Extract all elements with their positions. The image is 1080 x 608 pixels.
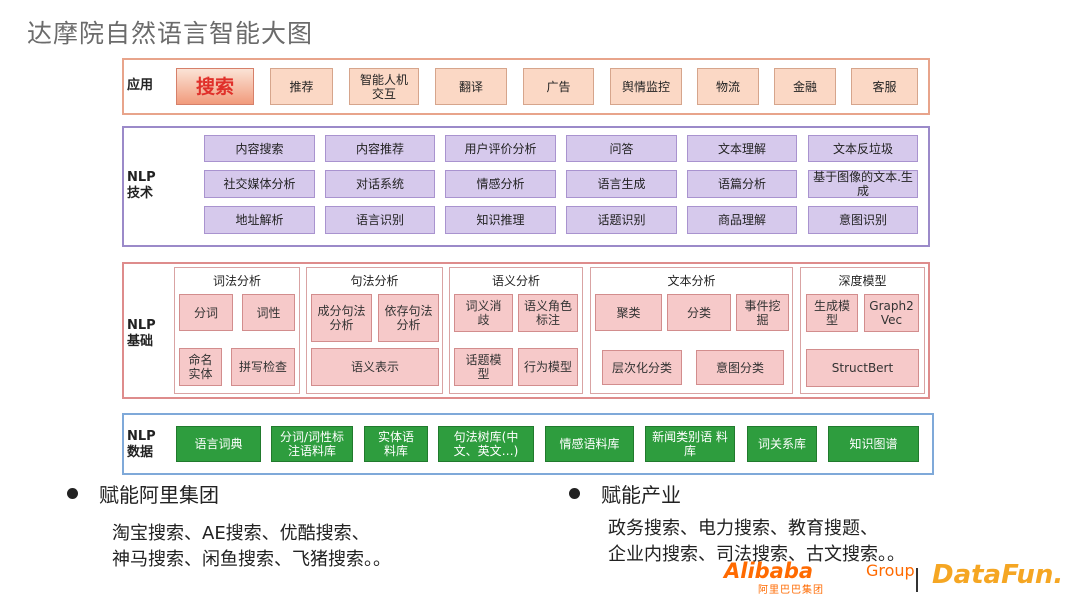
app-item-finance[interactable]: 金融 [774,68,836,105]
tech-item-content-recommend[interactable]: 内容推荐 [325,135,435,162]
semantic-item-srl[interactable]: 语义角色标注 [518,294,578,332]
bullet-heading-industry: 赋能产业 [601,483,681,507]
alibaba-group-text: Group [866,561,915,580]
tech-item-product-understanding[interactable]: 商品理解 [687,206,797,234]
bullet-dot-left [67,488,78,499]
bullet-heading-ali: 赋能阿里集团 [99,483,219,507]
text-item-intent-classification[interactable]: 意图分类 [696,350,784,385]
app-item-recommend[interactable]: 推荐 [270,68,333,105]
app-item-translate[interactable]: 翻译 [435,68,507,105]
lexical-item-spellcheck[interactable]: 拼写检查 [231,348,295,386]
syntax-item-constituency[interactable]: 成分句法分析 [311,294,372,342]
group-lexical-title: 词法分析 [212,274,261,288]
group-syntax-title: 句法分析 [350,274,399,288]
group-semantic-title: 语义分析 [491,274,540,288]
syntax-item-semantic-repr[interactable]: 语义表示 [311,348,439,386]
lexical-item-segmentation[interactable]: 分词 [179,294,233,331]
app-item-opinion[interactable]: 舆情监控 [610,68,682,105]
tech-item-address[interactable]: 地址解析 [204,206,315,234]
app-item-service[interactable]: 客服 [851,68,918,105]
deep-item-graph2vec[interactable]: Graph2Vec [864,294,919,332]
app-item-dialogue[interactable]: 智能人机交互 [349,68,419,105]
alibaba-logo: Alibaba [724,559,814,583]
data-item-knowledge-graph[interactable]: 知识图谱 [828,426,919,462]
bullet-line-ali-1: 淘宝搜索、AE搜索、优酷搜索、 [112,523,370,544]
text-item-event-mining[interactable]: 事件挖掘 [736,294,789,331]
data-item-word-relations[interactable]: 词关系库 [747,426,817,462]
data-item-news-corpus[interactable]: 新闻类别语 料库 [645,426,735,462]
bullet-line-ali-2: 神马搜索、闲鱼搜索、飞猪搜索。。 [112,549,391,570]
tech-item-image-text[interactable]: 基于图像的文本.生成 [808,170,918,198]
bullet-line-industry-1: 政务搜索、电力搜索、教育搜题、 [608,518,878,539]
tech-row [122,126,930,247]
data-item-entity-corpus[interactable]: 实体语料库 [364,426,428,462]
lexical-item-pos[interactable]: 词性 [242,294,295,331]
semantic-item-topic-model[interactable]: 话题模型 [454,348,513,386]
deep-item-structbert[interactable]: StructBert [806,349,919,387]
application-row [122,58,930,115]
alibaba-chinese-text: 阿里巴巴集团 [758,585,824,596]
app-item-logistics[interactable]: 物流 [697,68,759,105]
app-item-search[interactable]: 搜索 [176,68,254,105]
bullet-line-industry-2: 企业内搜索、司法搜索、古文搜索。。 [608,544,905,565]
tech-item-text-understanding[interactable]: 文本理解 [687,135,797,162]
syntax-item-dependency[interactable]: 依存句法分析 [378,294,439,342]
tech-item-qa[interactable]: 问答 [566,135,677,162]
application-row-label: 应用 [127,78,154,93]
group-deep-model-title: 深度模型 [838,274,887,288]
text-item-classification[interactable]: 分类 [667,294,731,331]
page-title: 达摩院自然语言智能大图 [27,19,314,48]
tech-item-language-generation[interactable]: 语言生成 [566,170,677,198]
tech-item-dialogue-system[interactable]: 对话系统 [325,170,435,198]
semantic-item-behavior-model[interactable]: 行为模型 [518,348,578,386]
tech-item-intent-id[interactable]: 意图识别 [808,206,918,234]
logo-separator [916,568,918,592]
deep-item-generative[interactable]: 生成模型 [806,294,858,332]
tech-item-social-media[interactable]: 社交媒体分析 [204,170,315,198]
tech-item-review-analysis[interactable]: 用户评价分析 [445,135,556,162]
tech-item-sentiment[interactable]: 情感分析 [445,170,556,198]
bullet-dot-right [569,488,580,499]
tech-item-topic-id[interactable]: 话题识别 [566,206,677,234]
datafun-logo: DataFun. [932,560,1064,590]
data-item-sentiment-corpus[interactable]: 情感语料库 [545,426,634,462]
tech-item-anti-spam[interactable]: 文本反垃圾 [808,135,918,162]
semantic-item-wsd[interactable]: 词义消歧 [454,294,513,332]
data-row [122,413,934,475]
data-item-dictionary[interactable]: 语言词典 [176,426,261,462]
app-item-ads[interactable]: 广告 [523,68,594,105]
group-text-analysis-title: 文本分析 [667,274,716,288]
tech-item-knowledge-reasoning[interactable]: 知识推理 [445,206,556,234]
data-item-treebank[interactable]: 句法树库(中文、英文…) [438,426,534,462]
base-row [122,262,930,399]
lexical-item-ner[interactable]: 命名实体 [179,348,222,386]
tech-item-discourse[interactable]: 语篇分析 [687,170,797,198]
text-item-clustering[interactable]: 聚类 [595,294,662,331]
tech-item-content-search[interactable]: 内容搜索 [204,135,315,162]
text-item-hierarchical[interactable]: 层次化分类 [602,350,682,385]
tech-item-language-id[interactable]: 语言识别 [325,206,435,234]
data-item-seg-pos-corpus[interactable]: 分词/词性标注语料库 [271,426,353,462]
